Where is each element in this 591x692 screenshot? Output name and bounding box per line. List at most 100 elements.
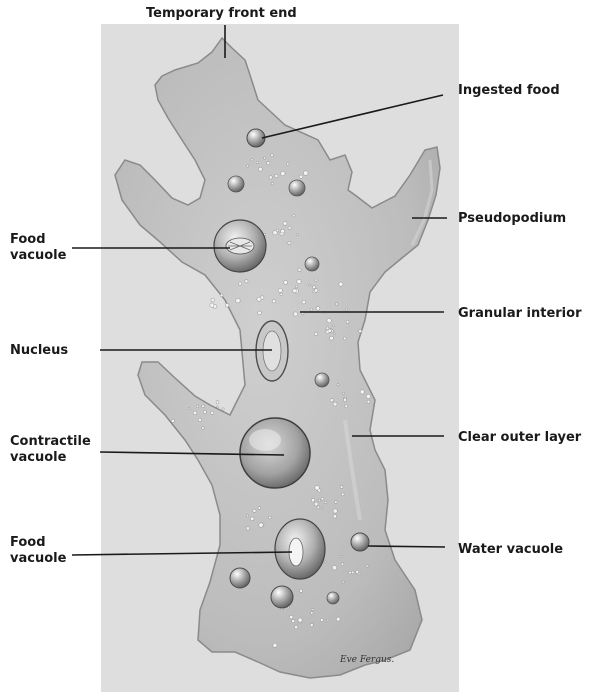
granule	[337, 384, 339, 386]
granule	[264, 157, 266, 159]
granule	[203, 410, 206, 413]
granule	[327, 619, 329, 621]
granule	[302, 300, 306, 304]
granule	[246, 527, 249, 530]
granule	[321, 497, 324, 500]
granule	[284, 280, 288, 284]
granule	[366, 565, 368, 567]
granule	[258, 311, 262, 315]
granule	[367, 400, 370, 403]
granule	[333, 515, 337, 519]
granule	[268, 516, 271, 519]
granule	[343, 398, 346, 401]
granule	[314, 502, 318, 506]
granule	[292, 620, 295, 623]
granule	[311, 612, 314, 615]
granule	[283, 221, 287, 225]
contractile-vacuole	[240, 418, 310, 488]
granule	[333, 333, 335, 335]
granule	[299, 175, 303, 179]
granule	[324, 501, 326, 503]
granule	[319, 499, 321, 501]
granule	[258, 167, 262, 171]
food-particle	[289, 180, 305, 196]
granule	[171, 419, 174, 422]
granule	[289, 615, 293, 619]
granule	[297, 279, 301, 283]
granule	[324, 561, 326, 563]
granule	[312, 286, 315, 289]
food-vacuole-bottom	[275, 519, 325, 579]
label-contractile-vacuole: Contractile vacuole	[10, 434, 95, 465]
granule	[257, 297, 261, 301]
granule	[281, 229, 285, 233]
granule	[211, 298, 215, 302]
granule	[294, 312, 298, 316]
label-nucleus: Nucleus	[10, 343, 68, 358]
label-ingested-food: Ingested food	[458, 83, 560, 98]
granule	[259, 523, 263, 527]
granule	[335, 303, 338, 306]
granule	[222, 408, 224, 410]
label-pseudopodium: Pseudopodium	[458, 211, 566, 226]
granule	[299, 589, 302, 592]
label-temporary-front-end: Temporary front end	[146, 6, 297, 21]
water-vacuole	[351, 533, 369, 551]
granule	[196, 405, 199, 408]
artist-signature: Eve Fergus.	[339, 655, 394, 665]
granule	[310, 624, 313, 627]
label-food-vacuole-bottom: Food vacuole	[10, 535, 67, 566]
granule	[330, 399, 333, 402]
granule	[269, 176, 272, 179]
granule	[201, 427, 204, 430]
granule	[193, 411, 197, 415]
granule	[311, 498, 315, 502]
food-particle	[315, 373, 329, 387]
granule	[343, 337, 346, 340]
label-granular-interior: Granular interior	[458, 306, 582, 321]
granule	[359, 330, 362, 333]
granule	[220, 294, 223, 297]
granule	[296, 233, 298, 235]
granule	[238, 282, 241, 285]
granule	[314, 289, 318, 293]
granule	[312, 608, 314, 610]
granule	[246, 165, 248, 167]
food-particle	[230, 568, 250, 588]
granule	[316, 307, 320, 311]
granule	[345, 405, 348, 408]
granule	[213, 305, 217, 309]
food-vacuole-top	[214, 220, 266, 272]
granule	[294, 625, 297, 628]
granule	[298, 618, 302, 622]
label-clear-outer-layer: Clear outer layer	[458, 430, 582, 445]
granule	[267, 162, 270, 165]
granule	[275, 174, 278, 177]
granule	[346, 320, 349, 323]
granule	[360, 390, 364, 394]
granule	[253, 509, 256, 512]
granule	[211, 411, 214, 414]
food-particle	[305, 257, 319, 271]
granule	[315, 486, 320, 491]
food-particle	[228, 176, 244, 192]
granule	[342, 581, 344, 583]
granule	[320, 618, 323, 621]
granule	[298, 268, 301, 271]
granule	[303, 171, 308, 176]
granule	[278, 288, 282, 292]
granule	[333, 402, 337, 406]
granule	[332, 325, 334, 327]
granule	[281, 171, 285, 175]
granule	[314, 332, 317, 335]
granule	[343, 392, 345, 394]
label-food-vacuole-top: Food vacuole	[10, 232, 67, 263]
granule	[340, 486, 343, 489]
granule	[271, 183, 273, 185]
granule	[250, 517, 254, 521]
granule	[276, 229, 279, 232]
granule	[293, 214, 296, 217]
granule	[328, 329, 332, 333]
granule	[309, 284, 311, 286]
granule	[202, 405, 205, 408]
